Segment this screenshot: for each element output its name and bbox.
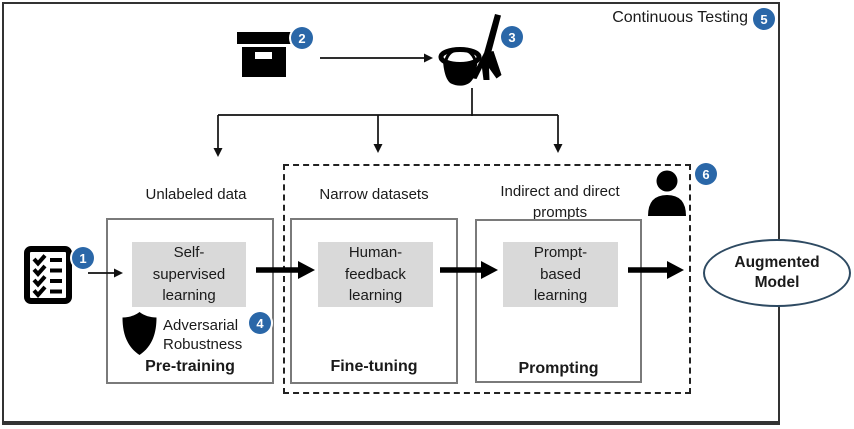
badge-1: 1 (72, 247, 94, 269)
self-supervised-line3: learning (162, 287, 216, 305)
adversarial-line2: Robustness (163, 336, 243, 353)
adversarial-line1: Adversarial (163, 317, 239, 334)
badge-2: 2 (291, 27, 313, 49)
pretraining-label: Pre-training (145, 358, 235, 375)
self-supervised-line2: supervised (152, 265, 226, 283)
person-icon (646, 170, 688, 216)
checklist-icon (24, 246, 72, 304)
shield-icon (121, 311, 158, 356)
narrow-datasets-label: Narrow datasets (319, 186, 429, 203)
prompts-label-line2: prompts (532, 204, 588, 221)
badge-6: 6 (695, 163, 717, 185)
human-feedback-line3: learning (348, 287, 403, 305)
continuous-testing-label: Continuous Testing (612, 9, 748, 26)
badge-5: 5 (753, 8, 775, 30)
unlabeled-data-label: Unlabeled data (145, 186, 247, 203)
prompting-label: Prompting (518, 360, 599, 377)
adversarial-robustness-label: Adversarial Robustness (163, 316, 259, 354)
prompt-based-line3: learning (533, 287, 588, 305)
outer-frame (2, 2, 780, 425)
badge-3: 3 (501, 26, 523, 48)
prompts-label-line1: Indirect and direct (500, 183, 620, 200)
badge-4: 4 (249, 312, 271, 334)
prompt-based-line1: Prompt- (533, 244, 588, 262)
augmented-model-node: Augmented Model (703, 239, 851, 307)
prompts-label: Indirect and direct prompts (480, 181, 640, 223)
augmented-model-line2: Model (754, 274, 800, 291)
finetuning-box (290, 218, 458, 384)
human-feedback-box: Human- feedback learning (318, 242, 433, 307)
prompt-based-line2: based (540, 265, 581, 283)
finetuning-label: Fine-tuning (330, 358, 418, 375)
self-supervised-line1: Self- (173, 244, 205, 262)
archive-box-icon (236, 30, 292, 78)
prompting-box (475, 219, 642, 383)
pretraining-box (106, 218, 274, 384)
bucket-broom-icon (438, 12, 510, 88)
human-feedback-line2: feedback (345, 265, 406, 283)
self-supervised-box: Self- supervised learning (132, 242, 246, 307)
prompt-based-box: Prompt- based learning (503, 242, 618, 307)
dashed-group-box (283, 164, 691, 394)
human-feedback-line1: Human- (348, 244, 403, 262)
augmented-model-line1: Augmented (734, 254, 820, 271)
